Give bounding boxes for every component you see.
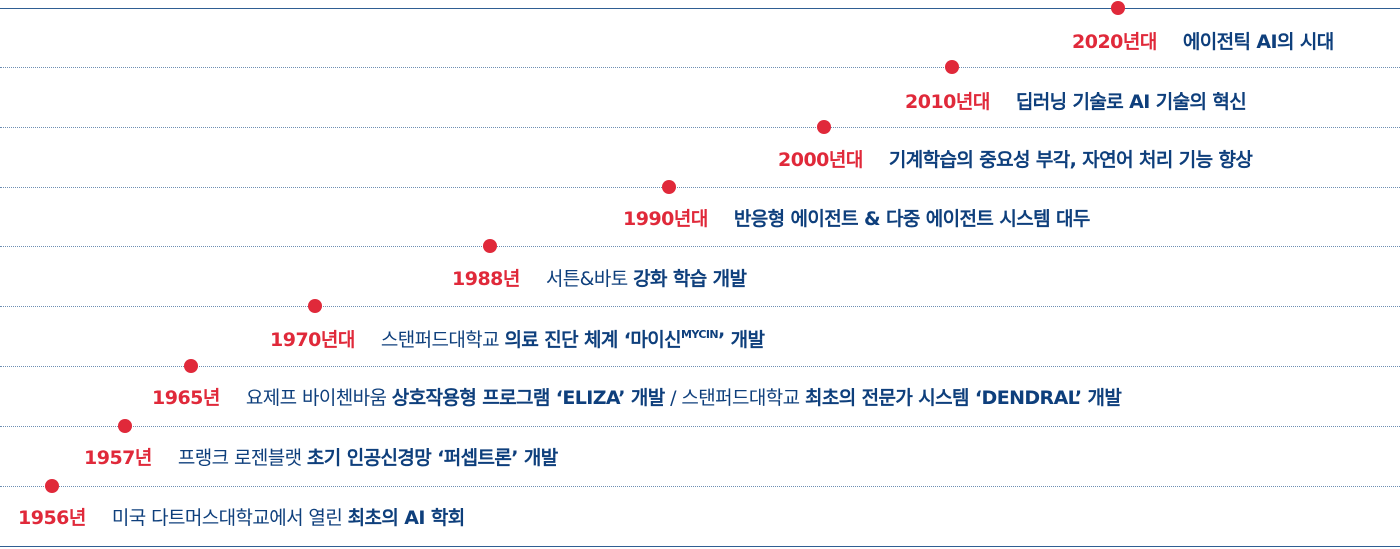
- event-description: 서튼&바토 강화 학습 개발: [546, 270, 747, 289]
- event-description: 에이전틱 AI의 시대: [1183, 33, 1334, 52]
- timeline-guide-line: [0, 546, 1400, 547]
- event-year: 1970년대: [270, 329, 355, 351]
- event-highlight-text: 상호작용형 프로그램 ‘ELIZA’ 개발: [391, 387, 665, 409]
- event-description: 기계학습의 중요성 부각, 자연어 처리 기능 향상: [888, 149, 1253, 171]
- event-plain-text: / 스탠퍼드대학교: [664, 387, 805, 409]
- event-year: 2020년대: [1072, 31, 1157, 53]
- timeline-marker-dot: [817, 120, 831, 134]
- event-highlight-text: 의료 진단 체계 ‘마이신: [504, 329, 682, 351]
- timeline-guide-line: [0, 246, 1400, 247]
- timeline-guide-line: [0, 486, 1400, 487]
- event-highlight-text: 최초의 전문가 시스템 ‘DENDRAL’ 개발: [804, 387, 1122, 409]
- event-plain-text: 요제프 바이첸바움: [245, 387, 392, 409]
- event-year: 2010년대: [905, 91, 990, 113]
- event-highlight-text: ’ 개발: [717, 329, 765, 351]
- event-plain-text: 프랭크 로젠블랫: [177, 447, 307, 469]
- event-highlight-text: 최초의 AI 학회: [347, 507, 466, 529]
- event-description: 요제프 바이첸바움 상호작용형 프로그램 ‘ELIZA’ 개발 / 스탠퍼드대학…: [245, 387, 1122, 409]
- timeline-guide-line: [0, 127, 1400, 128]
- timeline-guide-line: [0, 67, 1400, 68]
- timeline-marker-dot: [45, 479, 59, 493]
- timeline-event: 1956년 미국 다트머스대학교에서 열린 최초의 AI 학회: [18, 509, 465, 528]
- event-highlight-text: 초기 인공신경망 ‘퍼셉트론’ 개발: [306, 447, 558, 469]
- event-highlight-text: 에이전틱 AI의 시대: [1182, 31, 1334, 53]
- timeline-marker-dot: [483, 239, 497, 253]
- event-year: 1990년대: [623, 208, 708, 230]
- event-description: 스탠퍼드대학교 의료 진단 체계 ‘마이신MYCIN’ 개발: [381, 329, 765, 350]
- timeline-guide-line: [0, 306, 1400, 307]
- timeline-event: 2010년대 딥러닝 기술로 AI 기술의 혁신: [905, 91, 1247, 113]
- event-year: 1957년: [84, 447, 152, 469]
- event-year: 1965년: [152, 387, 220, 409]
- timeline-event: 1988년 서튼&바토 강화 학습 개발: [452, 268, 747, 290]
- event-plain-text: 스탠퍼드대학교: [380, 329, 505, 351]
- timeline-guide-line: [0, 426, 1400, 427]
- timeline-event: 1957년 프랭크 로젠블랫 초기 인공신경망 ‘퍼셉트론’ 개발: [84, 449, 558, 468]
- event-description: 딥러닝 기술로 AI 기술의 혁신: [1015, 91, 1247, 113]
- event-highlight-text: 반응형 에이전트 & 다중 에이전트 시스템 대두: [733, 208, 1091, 230]
- event-description: 프랭크 로젠블랫 초기 인공신경망 ‘퍼셉트론’ 개발: [178, 449, 558, 468]
- timeline-event: 1990년대 반응형 에이전트 & 다중 에이전트 시스템 대두: [623, 210, 1090, 229]
- timeline-marker-dot: [118, 419, 132, 433]
- event-highlight-text: 기계학습의 중요성 부각, 자연어 처리 기능 향상: [888, 149, 1253, 171]
- timeline-event: 1965년 요제프 바이첸바움 상호작용형 프로그램 ‘ELIZA’ 개발 / 스…: [152, 387, 1122, 409]
- event-year: 1988년: [452, 268, 520, 290]
- superscript-text: MYCIN: [681, 328, 719, 341]
- event-highlight-text: 딥러닝 기술로 AI 기술의 혁신: [1015, 91, 1247, 113]
- timeline-guide-line: [0, 366, 1400, 367]
- timeline-event: 2020년대 에이전틱 AI의 시대: [1072, 33, 1334, 52]
- event-year: 1956년: [18, 507, 86, 529]
- timeline-event: 2000년대 기계학습의 중요성 부각, 자연어 처리 기능 향상: [778, 149, 1253, 171]
- event-plain-text: 서튼&바토: [545, 268, 634, 290]
- event-plain-text: 미국 다트머스대학교에서 열린: [111, 507, 348, 529]
- timeline-marker-dot: [662, 180, 676, 194]
- event-year: 2000년대: [778, 149, 863, 171]
- timeline-guide-line: [0, 8, 1400, 9]
- event-description: 반응형 에이전트 & 다중 에이전트 시스템 대두: [733, 208, 1091, 230]
- event-highlight-text: 강화 학습 개발: [633, 268, 747, 290]
- timeline-marker-dot: [945, 60, 959, 74]
- timeline-marker-dot: [308, 299, 322, 313]
- timeline-guide-line: [0, 187, 1400, 188]
- timeline-marker-dot: [184, 359, 198, 373]
- timeline-marker-dot: [1111, 1, 1125, 15]
- event-description: 미국 다트머스대학교에서 열린 최초의 AI 학회: [112, 509, 465, 528]
- timeline-event: 1970년대 스탠퍼드대학교 의료 진단 체계 ‘마이신MYCIN’ 개발: [270, 329, 765, 351]
